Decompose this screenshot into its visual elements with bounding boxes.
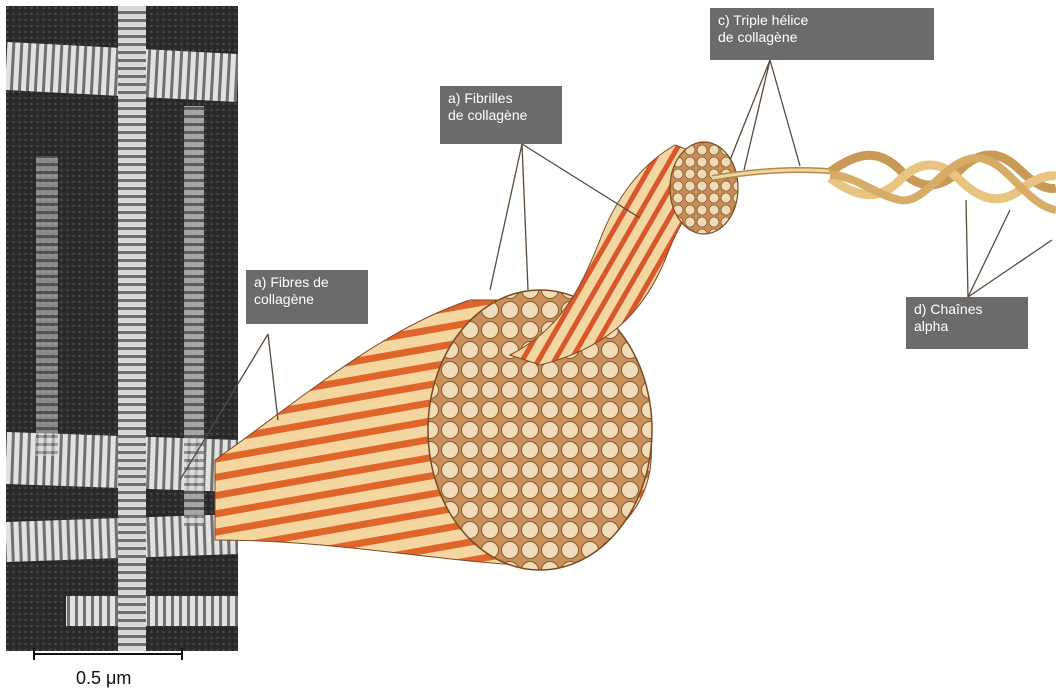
label-triple-helix: c) Triple hélice de collagène: [710, 8, 934, 60]
label-collagen-fibres: a) Fibres de collagène: [246, 270, 368, 324]
label-collagen-fibrils: a) Fibrilles de collagène: [440, 86, 562, 144]
alpha-chains-helix: [830, 155, 1056, 210]
fibril-cross-section: [670, 142, 738, 234]
label-alpha-chains: d) Chaînes alpha: [906, 297, 1028, 349]
fibre-cross-section: [428, 290, 652, 570]
scale-bar-label: 0.5 μm: [76, 668, 131, 689]
